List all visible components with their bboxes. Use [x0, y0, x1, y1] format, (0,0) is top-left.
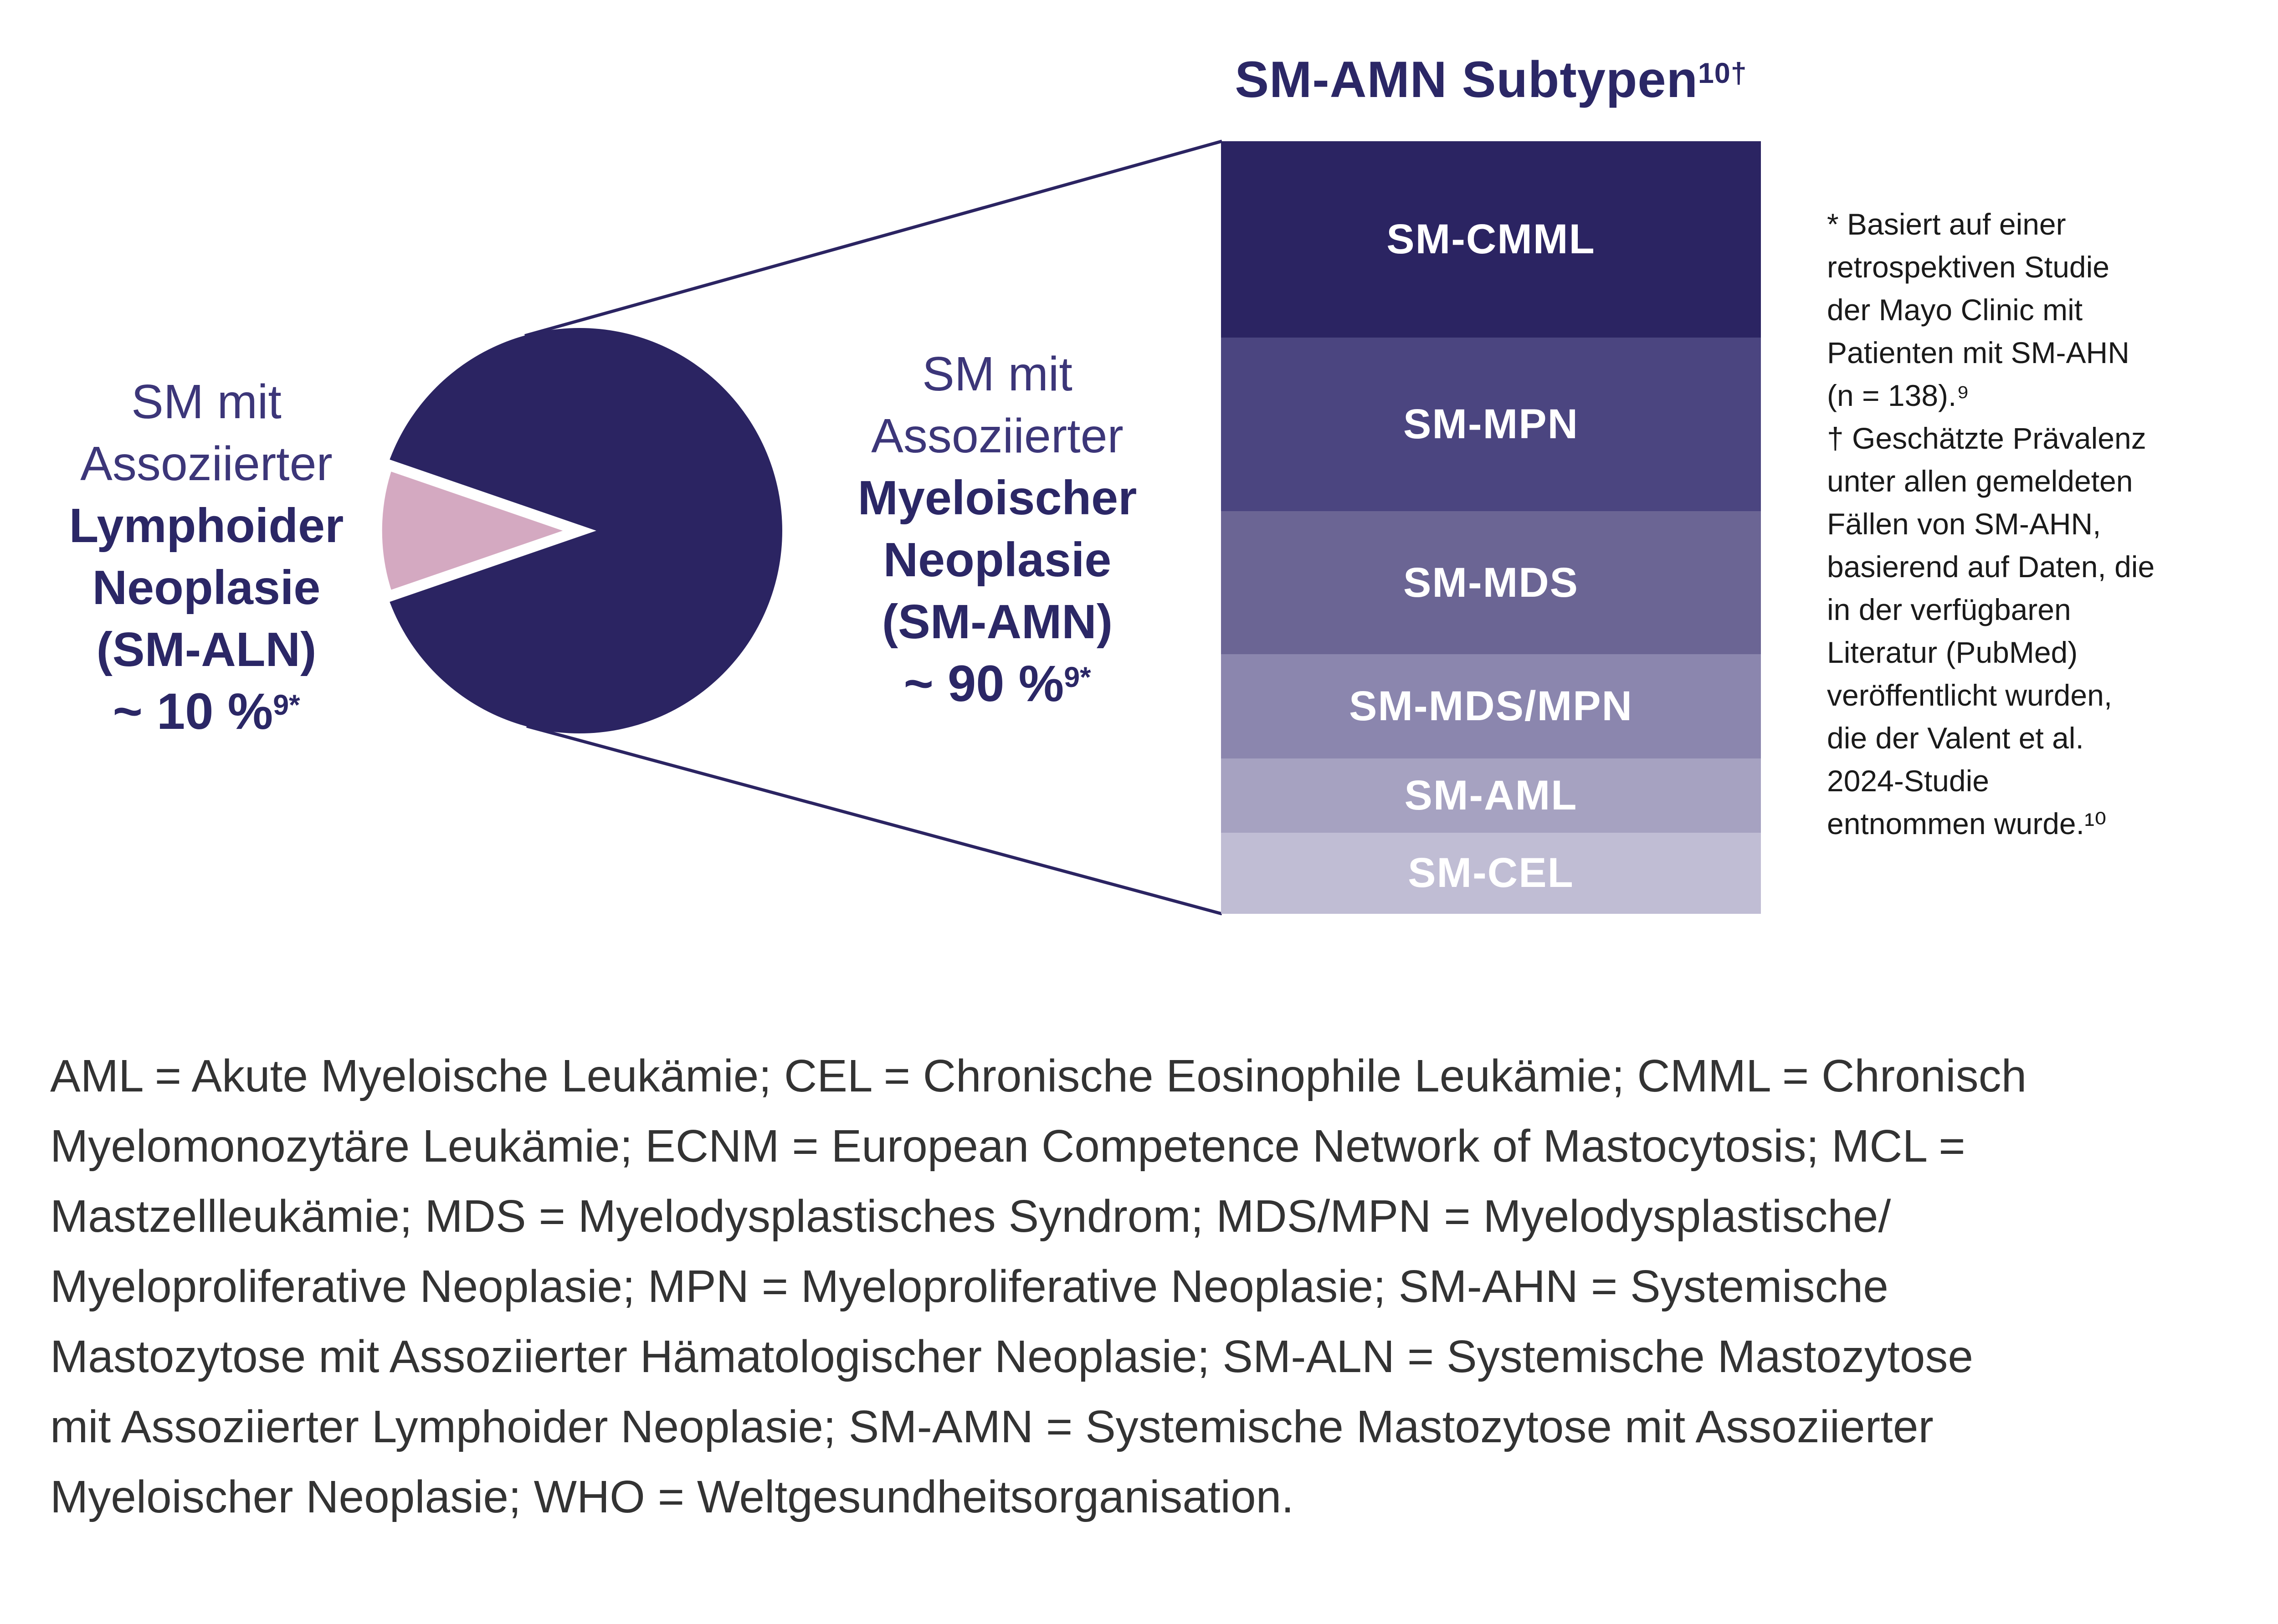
pie-value-text: ~ 10 % [113, 683, 273, 740]
pie-label-line: Assoziierter [871, 409, 1124, 463]
legend-line: Mastzellleukämie; MDS = Myelodysplastisc… [50, 1191, 1891, 1242]
pie-label-line: Neoplasie [883, 533, 1112, 587]
bar-segment-label: SM-CEL [1408, 850, 1574, 897]
bar-segment: SM-CMML [1221, 141, 1761, 338]
footnote-line: Literatur (PubMed) [1827, 635, 2078, 669]
footnote-line: in der verfügbaren [1827, 593, 2071, 626]
pie-label-line: Assoziierter [80, 437, 333, 491]
bar-segment-label: SM-MPN [1403, 401, 1579, 448]
bar-segment: SM-MPN [1221, 337, 1761, 512]
pie-label-line: (SM-AMN) [882, 595, 1113, 649]
pie-value-sm-amn: ~ 90 %9* [788, 653, 1207, 722]
pie-label-line: Neoplasie [92, 561, 321, 615]
legend-line: Myeloproliferative Neoplasie; MPN = Myel… [50, 1261, 1888, 1312]
footnote-line: basierend auf Daten, die [1827, 550, 2155, 584]
funnel-line-top [524, 139, 1222, 338]
bar-segment-label: SM-AML [1404, 772, 1578, 819]
pie-label-line: SM mit [922, 347, 1072, 401]
footnote-line: Fällen von SM-AHN, [1827, 507, 2101, 541]
bar-segment: SM-CEL [1221, 832, 1761, 914]
pie-value-text: ~ 90 % [903, 655, 1064, 712]
legend-line: Myelomonozytäre Leukämie; ECNM = Europea… [50, 1121, 1965, 1172]
legend-line: Myeloischer Neoplasie; WHO = Weltgesundh… [50, 1471, 1294, 1522]
pie-value-superscript: 9* [273, 689, 300, 721]
pie-label-line: (SM-ALN) [96, 623, 317, 676]
legend-line: mit Assoziierter Lymphoider Neoplasie; S… [50, 1401, 1934, 1452]
pie-funnel-graphic [371, 139, 1222, 916]
pie-label-sm-aln: SM mit Assoziierter Lymphoider Neoplasie… [13, 371, 400, 750]
footnote-line: † Geschätzte Prävalenz [1827, 421, 2146, 455]
footnote-line: der Mayo Clinic mit [1827, 293, 2083, 327]
footnote-line: unter allen gemeldeten [1827, 464, 2133, 498]
bar-segment: SM-MDS/MPN [1221, 654, 1761, 759]
footnote-line: die der Valent et al. [1827, 721, 2084, 755]
legend-line: Mastozytose mit Assoziierter Hämatologis… [50, 1331, 1973, 1382]
page-title: SM-AMN Subtypen10† [1185, 50, 1797, 109]
pie-label-sm-amn: SM mit Assoziierter Myeloischer Neoplasi… [788, 343, 1207, 722]
footnote-line: * Basiert auf einer [1827, 207, 2066, 241]
pie-value-sm-aln: ~ 10 %9* [13, 681, 400, 750]
funnel-line-bottom [526, 724, 1222, 916]
page-title-superscript: 10† [1698, 57, 1747, 89]
page-title-text: SM-AMN Subtypen [1235, 51, 1698, 108]
bar-segment: SM-AML [1221, 758, 1761, 833]
bar-segment: SM-MDS [1221, 511, 1761, 655]
pie-value-superscript: 9* [1064, 661, 1091, 693]
bar-segment-label: SM-MDS/MPN [1349, 683, 1633, 730]
pie-chart [371, 328, 782, 733]
pie-label-line: Myeloischer [857, 471, 1137, 525]
legend-line: AML = Akute Myeloische Leukämie; CEL = C… [50, 1050, 2027, 1101]
pie-slice-sm-aln [371, 457, 596, 604]
pie-label-line: Lymphoider [69, 499, 344, 553]
footnote-line: Patienten mit SM-AHN [1827, 336, 2129, 369]
bar-segment-label: SM-MDS [1403, 559, 1579, 606]
footnote-line: entnommen wurde.¹⁰ [1827, 807, 2107, 840]
abbreviation-legend: AML = Akute Myeloische Leukämie; CEL = C… [50, 1041, 2246, 1532]
subtype-stacked-bar: SM-CMML SM-MPN SM-MDS SM-MDS/MPN SM-AML … [1221, 141, 1761, 914]
footnote-line: 2024-Studie [1827, 764, 1989, 798]
footnote-line: retrospektiven Studie [1827, 250, 2110, 284]
pie-label-line: SM mit [131, 375, 282, 429]
bar-segment-label: SM-CMML [1386, 215, 1596, 262]
footnote-line: (n = 138).⁹ [1827, 379, 1970, 412]
footnote-block: * Basiert auf einer retrospektiven Studi… [1827, 203, 2264, 845]
footnote-line: veröffentlicht wurden, [1827, 678, 2113, 712]
